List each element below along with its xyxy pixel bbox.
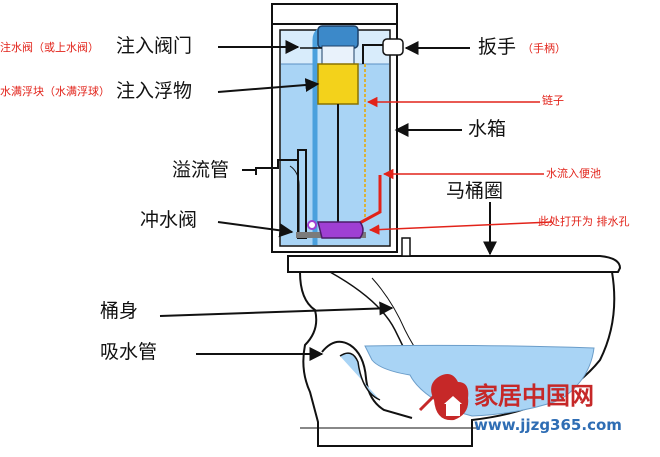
water-flow-note: 水流入便池 <box>546 167 601 180</box>
arrow-body <box>159 301 394 317</box>
handle-note: （手柄） <box>522 42 566 55</box>
flush-valve <box>296 220 366 239</box>
inlet-float-label: 注入浮物 <box>116 80 193 102</box>
tank-label: 水箱 <box>468 118 507 140</box>
handle <box>362 38 404 64</box>
arrow-flush-valve <box>217 221 294 238</box>
seat-ring-label: 马桶圈 <box>446 180 504 202</box>
watermark-name: 家居中国网 <box>474 382 594 410</box>
siphon-label: 吸水管 <box>100 341 158 363</box>
inlet-valve-label: 注入阀门 <box>116 35 193 57</box>
chain-label: 链子 <box>542 94 564 107</box>
drain-note: 此处打开为 排水孔 <box>538 215 630 228</box>
arrow-inlet-float <box>217 78 320 93</box>
handle-label: 扳手 <box>478 36 517 58</box>
float-block <box>317 63 359 105</box>
tank-body-label: 桶身 <box>100 300 139 322</box>
inlet-valve-assembly <box>300 25 359 245</box>
watermark-logo <box>418 374 469 421</box>
inlet-float-note: 水满浮块（水满浮球） <box>0 85 110 98</box>
arrow-drain <box>368 221 553 235</box>
inlet-valve-note: 注水阀（或上水阀） <box>0 41 99 54</box>
bowl <box>298 271 616 447</box>
water-flow-tube <box>355 175 382 227</box>
overflow-tube-label: 溢流管 <box>172 159 230 181</box>
flush-valve-label: 冲水阀 <box>140 209 198 231</box>
watermark-url: www.jjzg365.com <box>474 416 622 434</box>
